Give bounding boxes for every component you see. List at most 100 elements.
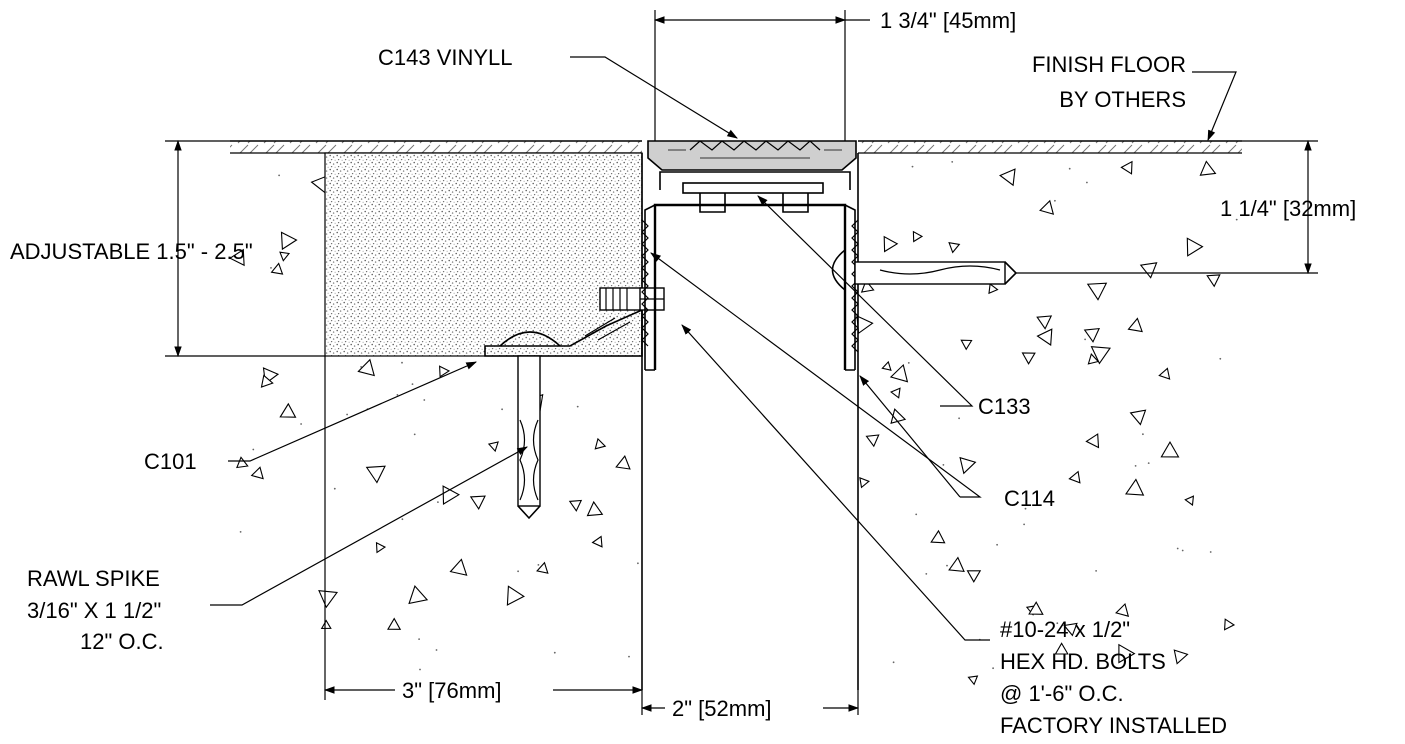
leader-bolt xyxy=(681,324,990,641)
label-width-gap: 2" [52mm] xyxy=(672,696,772,721)
label-bolt-2: HEX HD. BOLTS xyxy=(1000,649,1166,674)
label-finish-floor-1: FINISH FLOOR xyxy=(1032,52,1186,77)
c133-cover xyxy=(659,171,851,213)
aggregate-dot xyxy=(1023,523,1025,526)
label-top-width: 1 3/4" [45mm] xyxy=(880,8,1016,33)
aggregate-dot xyxy=(1054,199,1056,202)
rawl-spike xyxy=(499,331,561,520)
label-depth-right: 1 1/4" [32mm] xyxy=(1220,196,1356,221)
aggregate-triangle xyxy=(889,363,909,383)
aggregate-dot xyxy=(992,667,994,670)
label-rawl-2: 3/16" X 1 1/2" xyxy=(27,598,161,623)
label-bolt-4: FACTORY INSTALLED xyxy=(1000,713,1227,738)
aggregate-triangle xyxy=(1139,262,1158,279)
aggregate-dot xyxy=(501,408,503,411)
aggregate-triangle xyxy=(1160,441,1180,458)
aggregate-triangle xyxy=(1054,642,1069,655)
aggregate-dot xyxy=(1134,465,1137,467)
aggregate-triangle xyxy=(270,262,284,275)
aggregate-dot xyxy=(396,394,399,396)
aggregate-dot xyxy=(996,543,998,546)
aggregate-dot xyxy=(1209,551,1212,553)
aggregate-triangle xyxy=(1129,409,1147,426)
right-anchor-bolt xyxy=(831,249,1018,291)
c143-vinyl xyxy=(647,140,857,171)
aggregate-triangle xyxy=(487,441,499,453)
aggregate-dot xyxy=(946,564,948,567)
c114-channel xyxy=(641,203,859,371)
aggregate-triangle xyxy=(594,437,607,450)
aggregate-triangle xyxy=(988,282,999,295)
c101-leg xyxy=(484,287,665,357)
aggregate-dot xyxy=(1024,507,1027,510)
aggregate-triangle xyxy=(365,465,386,484)
aggregate-triangle xyxy=(1036,328,1053,346)
aggregate-triangle xyxy=(967,675,979,686)
label-adjustable: ADJUSTABLE 1.5" - 2.5" xyxy=(10,239,253,264)
aggregate-dot xyxy=(1084,338,1086,341)
aggregate-dot xyxy=(911,165,914,168)
aggregate-triangle xyxy=(250,466,264,480)
aggregate-triangle xyxy=(1206,274,1221,288)
label-rawl-1: RAWL SPIKE xyxy=(27,566,160,591)
aggregate-dot xyxy=(411,383,414,385)
aggregate-dot xyxy=(239,531,242,533)
label-c133: C133 xyxy=(978,394,1031,419)
aggregate-triangle xyxy=(506,585,525,606)
aggregate-triangle xyxy=(260,374,274,388)
aggregate-triangle xyxy=(1021,352,1036,365)
aggregate-triangle xyxy=(860,279,875,293)
aggregate-triangle xyxy=(318,590,339,609)
aggregate-triangle xyxy=(375,541,387,554)
aggregate-dot xyxy=(517,570,519,573)
aggregate-triangle xyxy=(960,339,973,351)
aggregate-triangle xyxy=(890,387,901,399)
aggregate-triangle xyxy=(228,248,245,267)
aggregate-dot xyxy=(1181,549,1184,552)
aggregate-dot xyxy=(951,161,954,163)
aggregate-dot xyxy=(401,361,403,364)
aggregate-dot xyxy=(958,417,960,420)
label-finish-floor-2: BY OTHERS xyxy=(1059,87,1186,112)
aggregate-dot xyxy=(576,405,579,408)
aggregate-dot xyxy=(907,362,910,364)
aggregate-triangle xyxy=(280,231,298,251)
aggregate-dot xyxy=(437,501,439,503)
aggregate-triangle xyxy=(1063,622,1078,637)
aggregate-triangle xyxy=(966,570,982,583)
aggregate-triangle xyxy=(1039,199,1055,215)
concrete-aggregate xyxy=(228,160,1238,686)
aggregate-triangle xyxy=(1090,346,1111,365)
leader-rawl xyxy=(210,446,528,606)
aggregate-dot xyxy=(1095,570,1097,572)
aggregate-triangle xyxy=(1186,237,1204,257)
aggregate-dot xyxy=(892,661,895,664)
aggregate-triangle xyxy=(999,168,1016,187)
aggregate-triangle xyxy=(1125,478,1145,496)
aggregate-dot xyxy=(1219,357,1222,360)
label-width-left: 3" [76mm] xyxy=(402,678,502,703)
aggregate-triangle xyxy=(1127,317,1143,333)
aggregate-triangle xyxy=(536,561,549,574)
aggregate-triangle xyxy=(442,485,461,505)
aggregate-triangle xyxy=(320,619,332,629)
finish-floor-right xyxy=(858,141,1242,153)
aggregate-triangle xyxy=(1120,160,1133,175)
aggregate-dot xyxy=(553,651,556,654)
aggregate-triangle xyxy=(883,235,899,253)
leader-vinyl xyxy=(570,56,738,139)
aggregate-triangle xyxy=(586,500,604,517)
aggregate-triangle xyxy=(856,315,874,335)
label-vinyl: C143 VINYLL xyxy=(378,45,513,70)
aggregate-dot xyxy=(278,174,280,177)
aggregate-dot xyxy=(346,413,348,416)
aggregate-dot xyxy=(1142,433,1144,436)
aggregate-dot xyxy=(333,487,336,490)
aggregate-triangle xyxy=(1068,470,1081,484)
aggregate-triangle xyxy=(1115,602,1130,617)
leader-c114-b xyxy=(859,375,961,498)
foam-blockout xyxy=(324,152,643,357)
aggregate-triangle xyxy=(1118,643,1136,664)
aggregate-triangle xyxy=(865,434,880,448)
aggregate-triangle xyxy=(387,617,402,630)
